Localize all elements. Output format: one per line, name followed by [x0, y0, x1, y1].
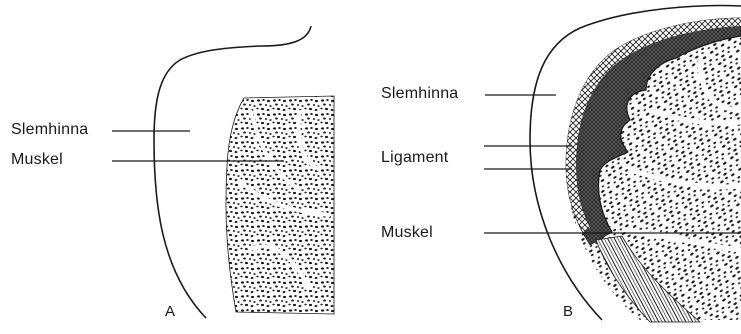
panel-a-letter: A: [165, 304, 175, 320]
panel-a: [112, 26, 334, 318]
panel-b-label-mucosa: Slemhinna: [381, 85, 458, 103]
panel-b: [484, 6, 741, 322]
panel-b-label-ligament: Ligament: [381, 149, 448, 167]
panel-b-label-muscle: Muskel: [381, 224, 433, 242]
panel-a-label-mucosa: Slemhinna: [11, 121, 88, 139]
panel-a-label-muscle: Muskel: [11, 151, 63, 169]
panel-b-letter: B: [563, 304, 573, 320]
